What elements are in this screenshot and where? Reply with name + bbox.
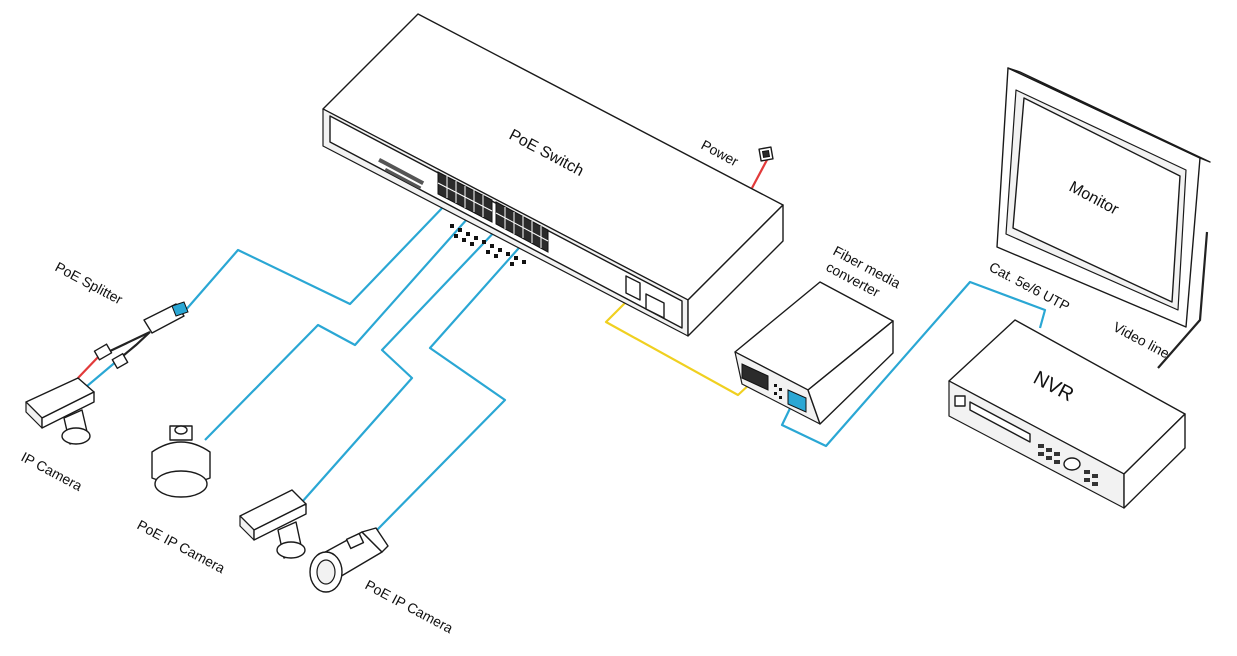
- monitor-bezel: [1007, 67, 1211, 163]
- monitor-screen: [1012, 97, 1181, 303]
- switch-fiber-port: [625, 275, 641, 301]
- nvr-power-button: [954, 395, 966, 407]
- switch-port-bank-2: [495, 201, 549, 253]
- nvr-side: [1123, 413, 1186, 509]
- utp-cable: [780, 280, 1047, 448]
- nvr-jog-dial: [1063, 457, 1081, 471]
- dome-globe: [154, 470, 208, 498]
- converter-rj45-port: [741, 363, 769, 391]
- splitter-lead-2: [107, 331, 151, 353]
- power-cable: [751, 157, 769, 189]
- box-camera-cable: [301, 225, 501, 503]
- label-ip-camera: IP Camera: [19, 449, 86, 495]
- splitter-dc-plug: [93, 343, 113, 361]
- box-camera: [239, 489, 307, 559]
- fiber-cable: [604, 291, 753, 397]
- label-poe-ip-camera-1: PoE IP Camera: [135, 517, 228, 577]
- splitter-rj45-plug: [111, 352, 129, 370]
- poe-splitter: [93, 301, 189, 370]
- nvr-disc-slot: [969, 401, 1031, 443]
- cables: [77, 157, 1209, 533]
- converter-side: [807, 320, 894, 425]
- dome-camera-cable: [204, 217, 469, 441]
- switch-port-bank-1: [437, 171, 493, 223]
- ip-camera: [25, 377, 95, 445]
- ptz-dome-camera: [151, 425, 211, 498]
- nvr-buttons: [1038, 444, 1098, 486]
- video-line-cable: [1157, 231, 1209, 369]
- switch-console-port: [645, 293, 665, 319]
- fiber-media-converter: [734, 281, 894, 425]
- label-poe-ip-camera-2: PoE IP Camera: [363, 577, 456, 637]
- converter-fiber-port: [787, 389, 807, 413]
- label-video-line: Video line: [1111, 319, 1173, 362]
- switch-port-markers: [450, 224, 526, 266]
- poe-switch: [322, 13, 784, 337]
- switch-led-row: [378, 158, 425, 190]
- label-poe-splitter: PoE Splitter: [53, 259, 126, 308]
- bullet-camera-cable: [374, 239, 527, 533]
- bullet-camera-bracket: [361, 527, 389, 553]
- nvr: [948, 319, 1186, 509]
- monitor: [996, 67, 1211, 328]
- converter-leds: [774, 384, 782, 399]
- splitter-lead-3: [77, 354, 101, 379]
- splitter-cable: [183, 203, 447, 313]
- switch-side: [687, 204, 784, 337]
- bullet-camera: [309, 527, 389, 593]
